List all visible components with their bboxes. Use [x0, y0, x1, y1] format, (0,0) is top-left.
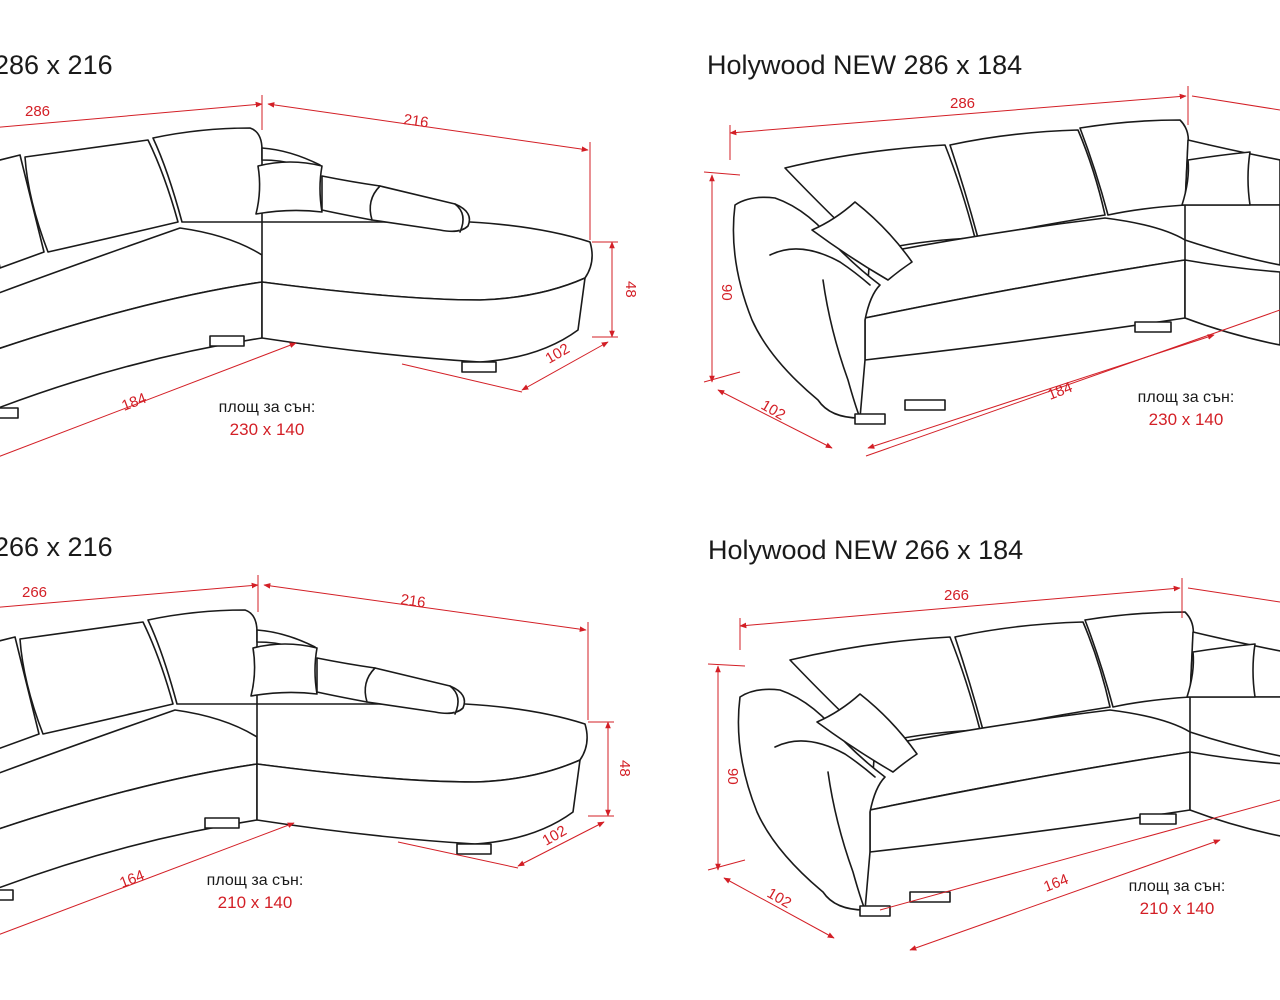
sofa-drawing-top-right	[732, 119, 1280, 425]
dim-width: 286	[950, 95, 975, 112]
dim-height: 48	[616, 760, 633, 777]
dim-width: 266	[22, 584, 47, 601]
sofa-drawing-bottom-right	[737, 611, 1280, 917]
panel-title-top-right: Holywood NEW 286 x 184	[707, 50, 1023, 80]
dimension-lines	[707, 578, 1280, 951]
dim-bed-length: 164	[117, 867, 146, 892]
dim-bed-length: 184	[1045, 379, 1074, 404]
dim-height: 48	[622, 281, 639, 298]
dim-height: 90	[718, 284, 735, 301]
panel-title-bottom-left: 266 x 216	[0, 532, 113, 562]
dim-depth: 102	[764, 885, 794, 912]
panel-title-top-left: 286 x 216	[0, 50, 113, 80]
sofa-drawing-top-left	[0, 127, 593, 419]
dimension-lines	[0, 575, 614, 939]
panel-title-bottom-right: Holywood NEW 266 x 184	[708, 535, 1024, 565]
dim-chaise-length: 216	[402, 111, 429, 131]
sofa-drawing-bottom-left	[0, 609, 588, 901]
dimension-lines	[703, 86, 1280, 457]
dim-chaise-length: 216	[399, 591, 426, 611]
dimension-lines	[0, 95, 618, 461]
dim-bed-length: 164	[1041, 871, 1070, 896]
dim-depth: 102	[758, 397, 788, 424]
dim-bed-length: 184	[119, 390, 148, 415]
dim-width: 266	[944, 587, 969, 604]
dim-width: 286	[25, 103, 50, 120]
dim-height: 90	[724, 768, 741, 785]
